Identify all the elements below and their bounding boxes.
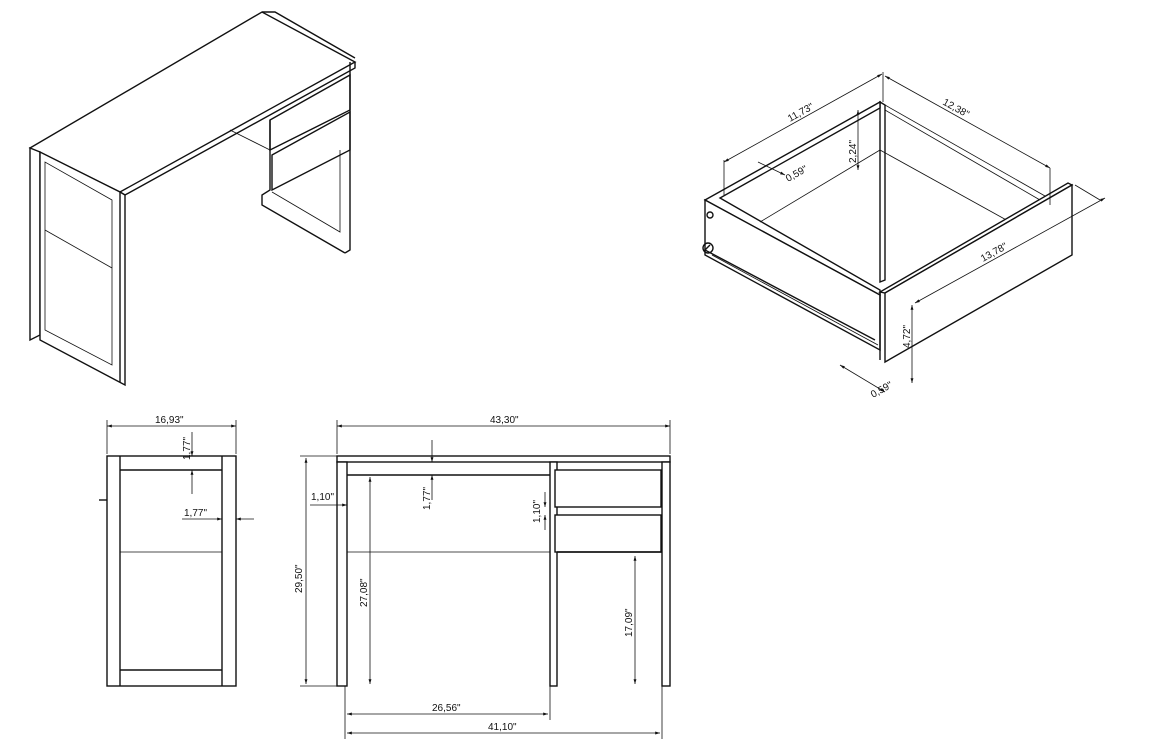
dim-front-top-rail: 1,77" xyxy=(422,487,433,510)
dim-front-height: 29,50" xyxy=(294,564,305,593)
dim-drawer-front-thickness: 0,59" xyxy=(869,380,895,401)
desk-front-view: 43,30" 29,50" 1,77" 1,10" 1,10" 27,08" 1… xyxy=(294,415,671,739)
dim-front-unit-clearance: 17,09" xyxy=(624,608,635,637)
dim-drawer-front-height: 4,72" xyxy=(902,325,913,348)
dim-front-width: 43,30" xyxy=(490,415,519,426)
desk-isometric-view xyxy=(28,11,357,387)
dim-side-post-width: 1,77" xyxy=(184,508,207,519)
dim-front-knee-height: 27,08" xyxy=(359,578,370,607)
dim-front-leg-offset: 1,10" xyxy=(311,492,334,503)
dim-drawer-inner-depth: 12,38" xyxy=(941,97,972,121)
dim-drawer-side-height: 2,24" xyxy=(848,140,859,163)
dim-front-knee-width: 26,56" xyxy=(432,703,461,714)
dim-side-width: 16,93" xyxy=(155,415,184,426)
drawer-isometric-view: 11,73" 12,38" 2,24" 0,59" 13,78" 4,72" 0… xyxy=(702,72,1106,401)
dim-side-top-rail: 1,77" xyxy=(182,437,193,460)
dim-drawer-side-thickness: 0,59" xyxy=(784,164,810,185)
desk-side-view: 16,93" 1,77" 1,77" xyxy=(99,415,254,687)
dim-front-inner-width: 41,10" xyxy=(488,722,517,733)
dim-drawer-inner-width: 11,73" xyxy=(786,101,816,124)
dim-front-drawer-gap: 1,10" xyxy=(532,500,543,523)
